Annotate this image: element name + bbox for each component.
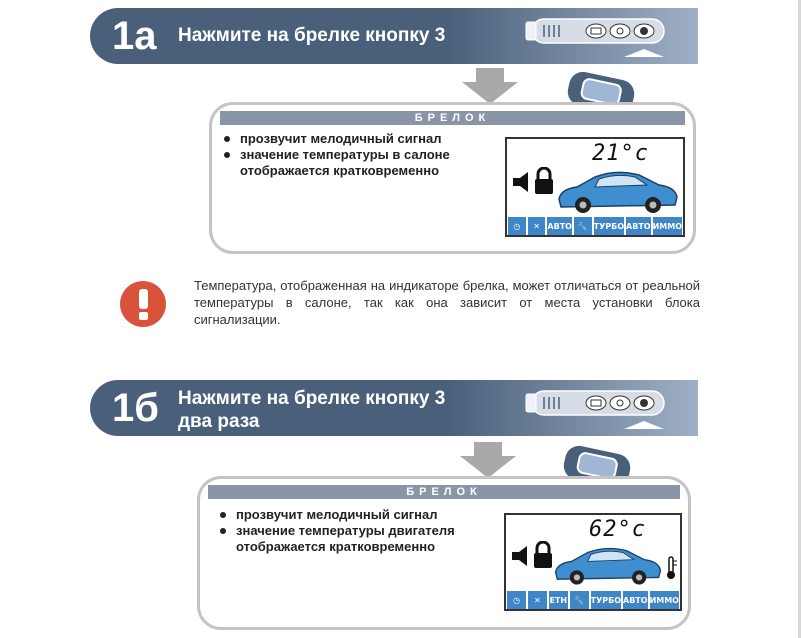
- temperature-readout: 21°c: [592, 141, 649, 166]
- car-icon: [555, 167, 681, 215]
- horn-lock-icon: [510, 541, 556, 571]
- fob-result-panel-1a: БРЕЛОК прозвучит мелодичный сигнал значе…: [209, 102, 696, 254]
- down-arrow-1b: [460, 442, 516, 478]
- engine-temperature-icon: [664, 555, 678, 581]
- fan-icon: ✕: [528, 591, 547, 609]
- fob-lcd-display: 62°c ◷ ✕ ЕТН 🔧 ТУРБО АВТО ИММО: [504, 513, 682, 611]
- result-bullets: прозвучит мелодичный сигнал значение тем…: [218, 507, 455, 555]
- down-arrow-1a: [462, 68, 518, 104]
- lcd-icon-bar: ◷ ✕ ЕТН 🔧 ТУРБО АВТО ИММО: [506, 591, 680, 609]
- warning-note: Температура, отображенная на индикаторе …: [194, 277, 700, 328]
- fan-icon: ✕: [528, 217, 546, 235]
- turbo-label: ТУРБО: [591, 591, 621, 609]
- temperature-readout: 62°c: [589, 517, 646, 542]
- step-1a-instruction: Нажмите на брелке кнопку 3: [178, 24, 445, 47]
- wrench-icon: 🔧: [570, 591, 589, 609]
- turbo-label: ТУРБО: [594, 217, 624, 235]
- clock-icon: ◷: [507, 591, 526, 609]
- step-1b-instruction-line2: два раза: [178, 410, 260, 433]
- auto-key-icon: АВТО: [547, 217, 572, 235]
- step-1a-banner: 1а Нажмите на брелке кнопку 3: [90, 8, 698, 64]
- fob-result-panel-1b: БРЕЛОК прозвучит мелодичный сигнал значе…: [197, 476, 691, 630]
- auto-label: АВТО: [623, 591, 648, 609]
- fob-lcd-display: 21°c ◷ ✕ АВТО 🔧 ТУРБО АВТО ИММО: [505, 137, 685, 237]
- bullet-item: прозвучит мелодичный сигнал: [218, 507, 455, 523]
- car-icon: [552, 541, 664, 589]
- key-fob-buttons-icon: [524, 13, 674, 59]
- clock-icon: ◷: [508, 217, 526, 235]
- bullet-item: отображается кратковременно: [222, 163, 450, 179]
- panel-title: БРЕЛОК: [220, 111, 685, 125]
- horn-lock-icon: [511, 167, 557, 197]
- lcd-icon-bar: ◷ ✕ АВТО 🔧 ТУРБО АВТО ИММО: [507, 217, 683, 235]
- immo-label: ИММО: [653, 217, 682, 235]
- bullet-item: значение температуры в салоне: [222, 147, 450, 163]
- immo-label: ИММО: [650, 591, 679, 609]
- bullet-item: значение температуры двигателя: [218, 523, 455, 539]
- auto-label: АВТО: [626, 217, 651, 235]
- exclamation-icon: [120, 281, 166, 327]
- wrench-icon: 🔧: [574, 217, 592, 235]
- step-1b-number: 1б: [112, 388, 159, 428]
- step-1b-instruction: Нажмите на брелке кнопку 3: [178, 387, 445, 410]
- step-1b-banner: 1б Нажмите на брелке кнопку 3 два раза: [90, 380, 698, 436]
- auto-key-icon: ЕТН: [549, 591, 568, 609]
- key-fob-buttons-icon: [524, 385, 674, 431]
- panel-title: БРЕЛОК: [208, 485, 680, 499]
- bullet-item: прозвучит мелодичный сигнал: [222, 131, 450, 147]
- bullet-item: отображается кратковременно: [218, 539, 455, 555]
- step-1a-number: 1а: [112, 16, 157, 56]
- result-bullets: прозвучит мелодичный сигнал значение тем…: [222, 131, 450, 179]
